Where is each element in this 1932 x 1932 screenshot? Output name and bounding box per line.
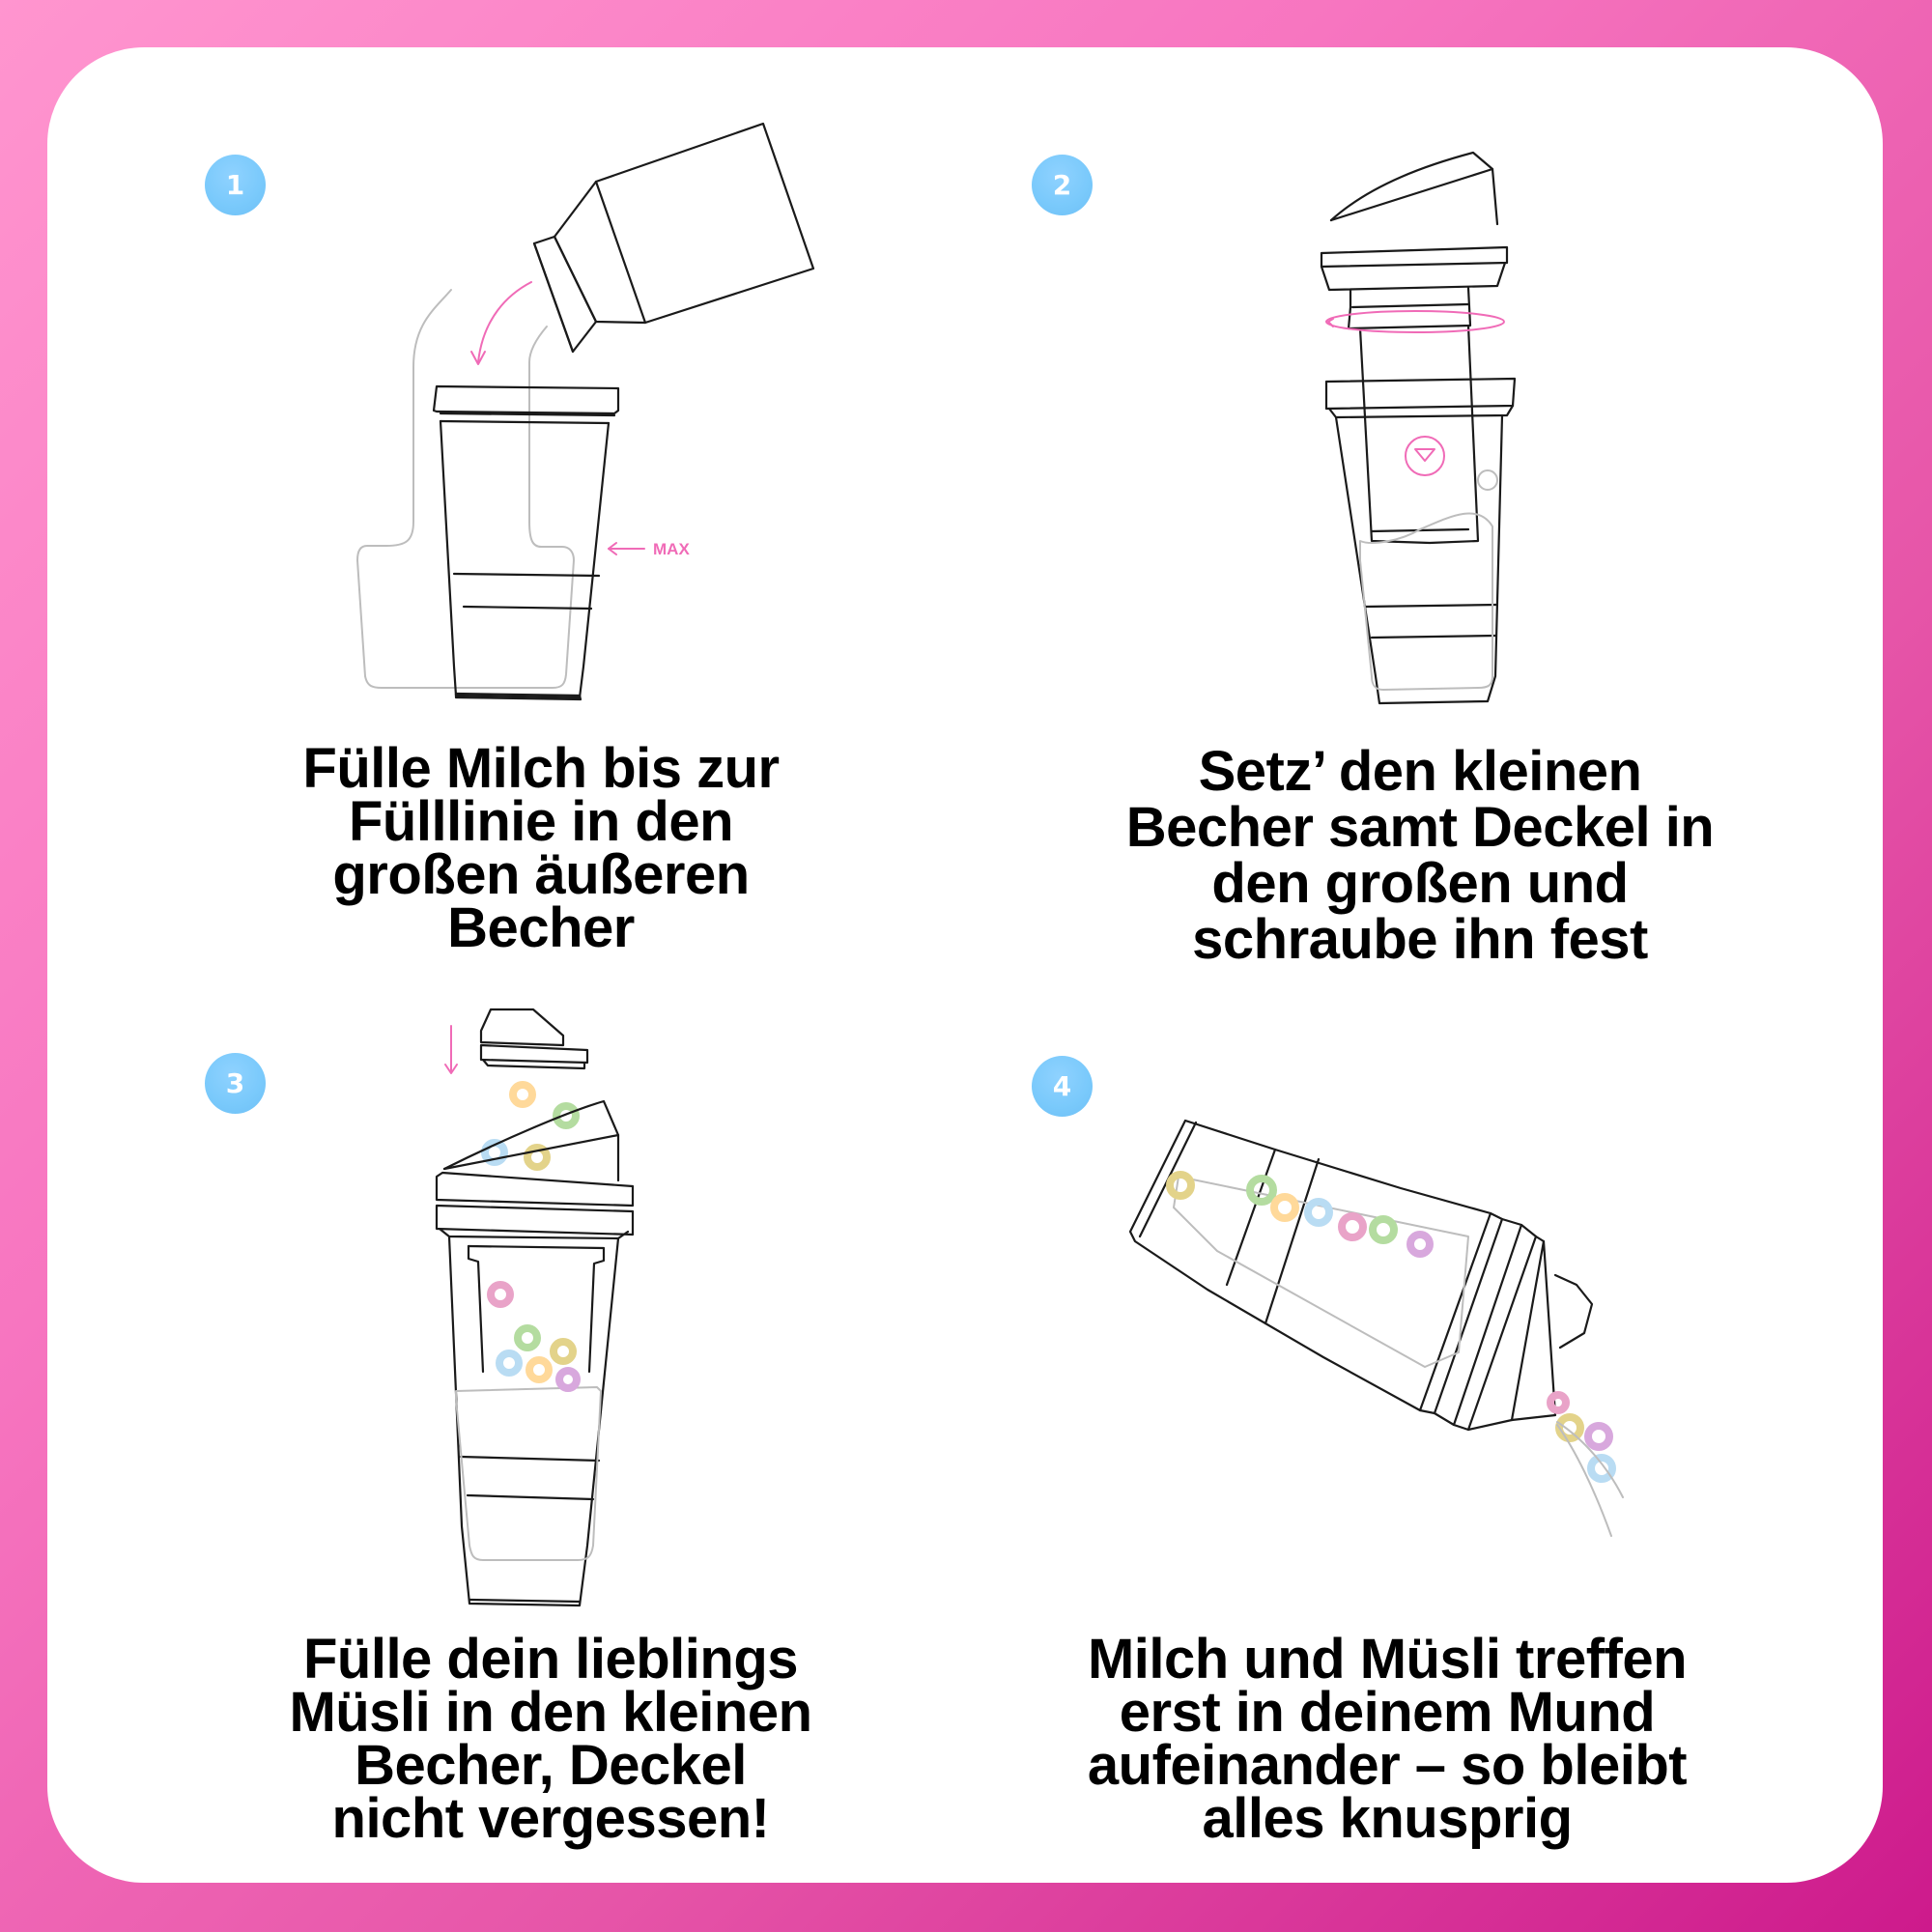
step-number-badge: 3 [205, 1053, 266, 1114]
step-number-badge: 2 [1032, 155, 1093, 215]
step-number-badge: 4 [1032, 1056, 1093, 1117]
step-caption: Fülle dein lieblings Müsli in den kleine… [289, 1628, 812, 1850]
max-fill-label: MAX [653, 540, 690, 558]
step-number-badge: 1 [205, 155, 266, 215]
instruction-card [47, 47, 1883, 1883]
milk-pouring-illustration: MAX [356, 122, 815, 701]
step-1: 1 MAX Fülle Milch bis zur Fülllinie in d… [0, 0, 966, 966]
step-2: 2 Setz’ den kleinen Becher samt Deckel i… [1032, 151, 1715, 971]
step-caption: Setz’ den kleinen Becher samt Deckel in … [1125, 740, 1715, 971]
step-caption: Fülle Milch bis zur Fülllinie in den gro… [302, 737, 780, 959]
cereal-filling-illustration [435, 1008, 635, 1607]
screw-lid-illustration [1320, 151, 1517, 705]
step-caption: Milch und Müsli treffen erst in deinem M… [1087, 1628, 1688, 1850]
step-3: 3 Fülle dein lieblings [205, 1008, 812, 1850]
